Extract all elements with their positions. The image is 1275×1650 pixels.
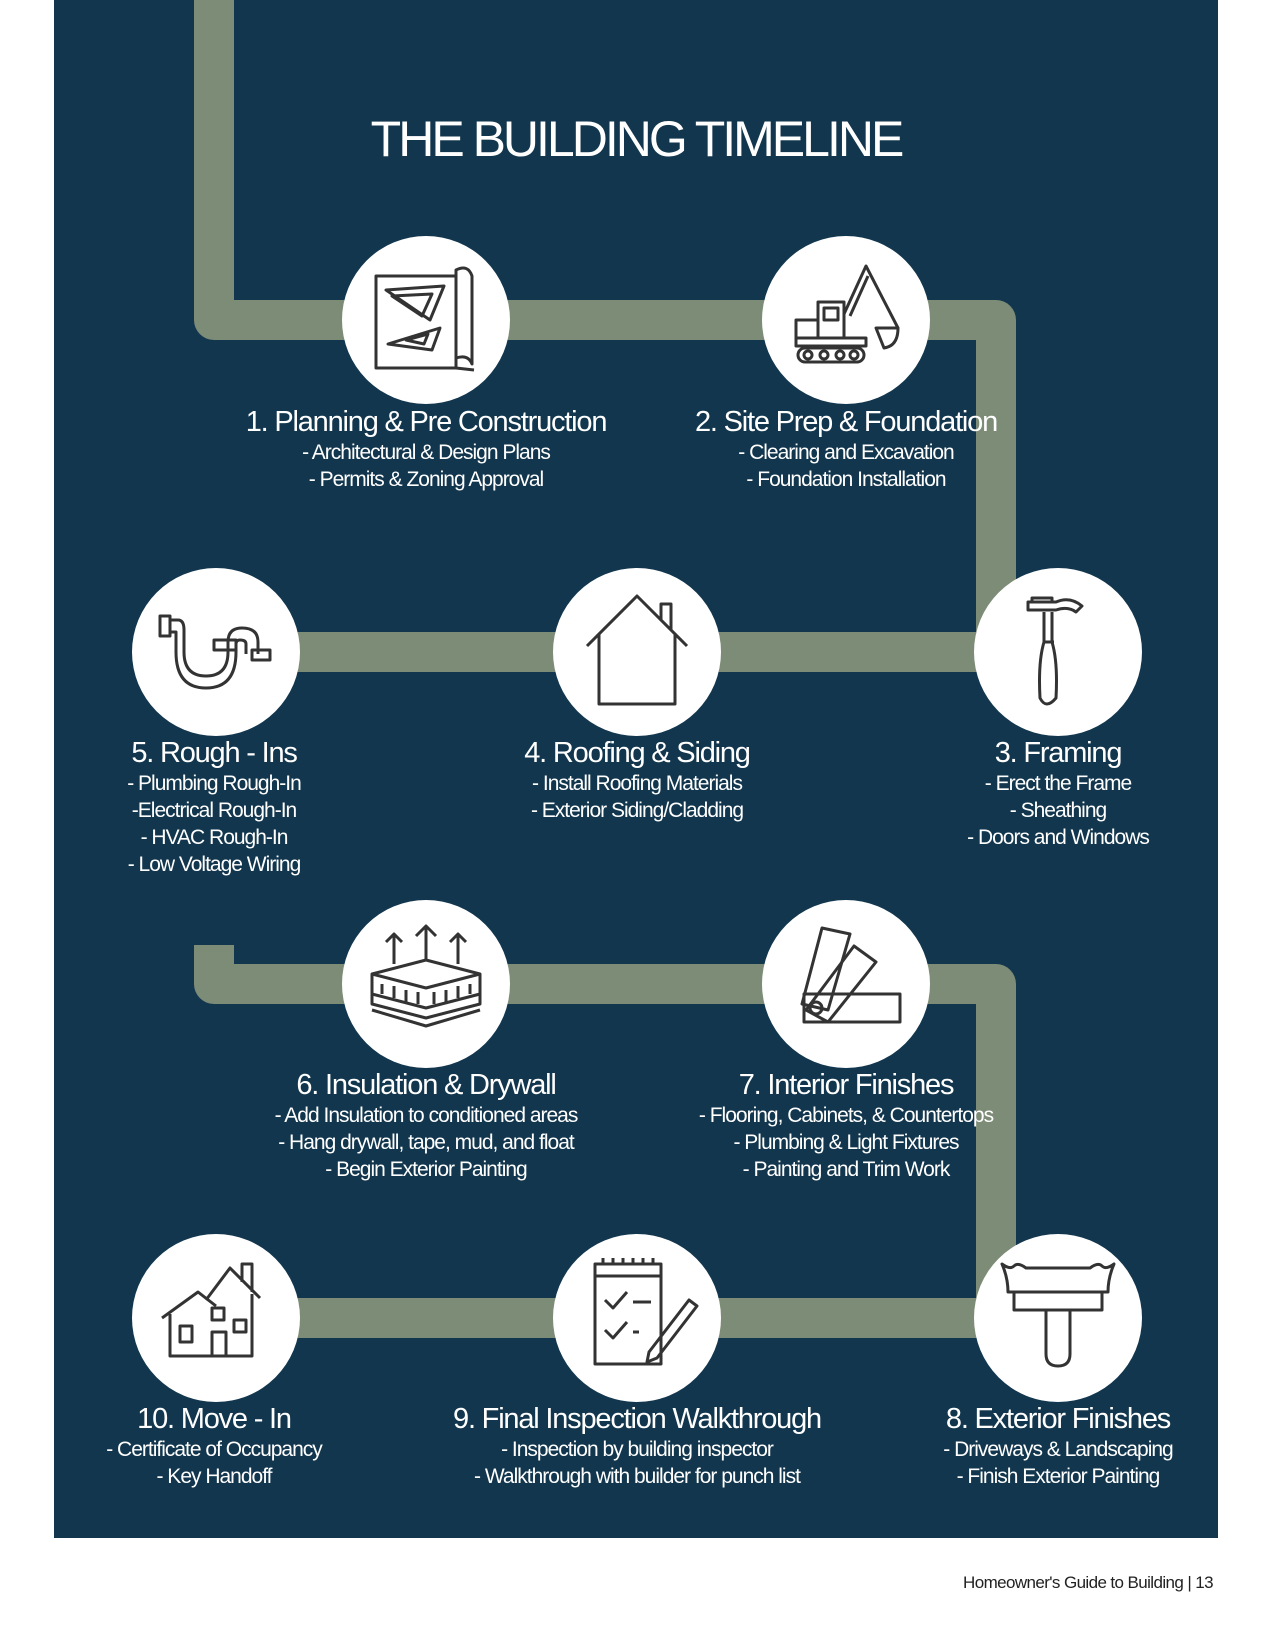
step-item: - Sheathing [1009,799,1107,822]
blueprint-icon [374,266,475,372]
step-title: 8. Exterior Finishes [945,1403,1171,1435]
step-title: 7. Interior Finishes [738,1069,955,1101]
insulation-icon [370,924,482,1028]
step-item: - Low Voltage Wiring [127,853,302,876]
step-4: 4. Roofing & Siding - Install Roofing Ma… [427,736,847,824]
step-6: 6. Insulation & Drywall - Add Insulation… [216,1068,636,1183]
step-item: - Install Roofing Materials [532,772,743,795]
step-item: - Exterior Siding/Cladding [530,799,744,822]
step-item: - Hang drywall, tape, mud, and float [278,1131,575,1154]
step-item: - Foundation Installation [746,468,946,491]
step-item: - Add Insulation to conditioned areas [274,1104,579,1127]
step-item: - Permits & Zoning Approval [308,468,544,491]
step-item: - Walkthrough with builder for punch lis… [474,1465,801,1488]
step-8: 8. Exterior Finishes - Driveways & Lands… [848,1402,1218,1490]
step-item: -Electrical Rough-In [131,799,297,822]
step-item: - Plumbing & Light Fixtures [733,1131,959,1154]
checklist-icon [593,1258,699,1366]
step-item: - Flooring, Cabinets, & Countertops [698,1104,994,1127]
step-title: 6. Insulation & Drywall [296,1069,557,1101]
step-10: 10. Move - In - Certificate of Occupancy… [56,1402,372,1490]
node-4 [553,568,721,736]
step-title: 1. Planning & Pre Construction [245,406,608,438]
step-item: - Plumbing Rough-In [127,772,302,795]
step-3: 3. Framing - Erect the Frame - Sheathing… [848,736,1218,851]
node-2 [762,236,930,404]
node-8 [974,1234,1142,1402]
page-footer: Homeowner's Guide to Building | 13 [963,1573,1214,1592]
step-title: 4. Roofing & Siding [524,737,751,769]
hammer-icon [1026,596,1084,706]
node-7 [762,900,930,1068]
step-item: - Doors and Windows [967,826,1150,849]
page-title: THE BUILDING TIMELINE [370,111,905,167]
node-9 [553,1234,721,1402]
step-title: 5. Rough - Ins [131,737,298,769]
step-title: 3. Framing [994,737,1123,769]
node-3 [974,568,1142,736]
home-icon [161,1262,262,1358]
step-item: - Finish Exterior Painting [956,1465,1161,1488]
node-5 [132,568,300,736]
pipe-icon [158,614,272,690]
step-item: - Painting and Trim Work [742,1158,951,1181]
step-title: 10. Move - In [137,1403,292,1435]
step-item: - HVAC Rough-In [140,826,289,849]
step-title: 9. Final Inspection Walkthrough [453,1403,822,1435]
color-swatch-icon [800,926,902,1024]
timeline-path [194,0,1016,1338]
step-item: - Driveways & Landscaping [943,1438,1173,1461]
node-10 [132,1234,300,1402]
step-item: - Certificate of Occupancy [106,1438,323,1461]
step-item: - Architectural & Design Plans [302,441,551,464]
excavator-icon [794,264,900,364]
house-icon [585,594,689,706]
step-item: - Erect the Frame [984,772,1132,795]
step-5: 5. Rough - Ins - Plumbing Rough-In -Elec… [56,736,372,878]
step-item: - Begin Exterior Painting [325,1158,527,1181]
step-1: 1. Planning & Pre Construction - Archite… [216,405,636,493]
step-2: 2. Site Prep & Foundation - Clearing and… [636,405,1056,493]
timeline-panel: THE BUILDING TIMELINE [54,0,1218,1538]
node-1 [342,236,510,404]
step-7: 7. Interior Finishes - Flooring, Cabinet… [636,1068,1056,1183]
step-title: 2. Site Prep & Foundation [694,406,998,438]
step-item: - Clearing and Excavation [738,441,954,464]
node-6 [342,900,510,1068]
paintbrush-icon [1000,1262,1116,1368]
step-item: - Key Handoff [156,1465,272,1488]
step-9: 9. Final Inspection Walkthrough - Inspec… [427,1402,847,1490]
step-item: - Inspection by building inspector [501,1438,774,1461]
